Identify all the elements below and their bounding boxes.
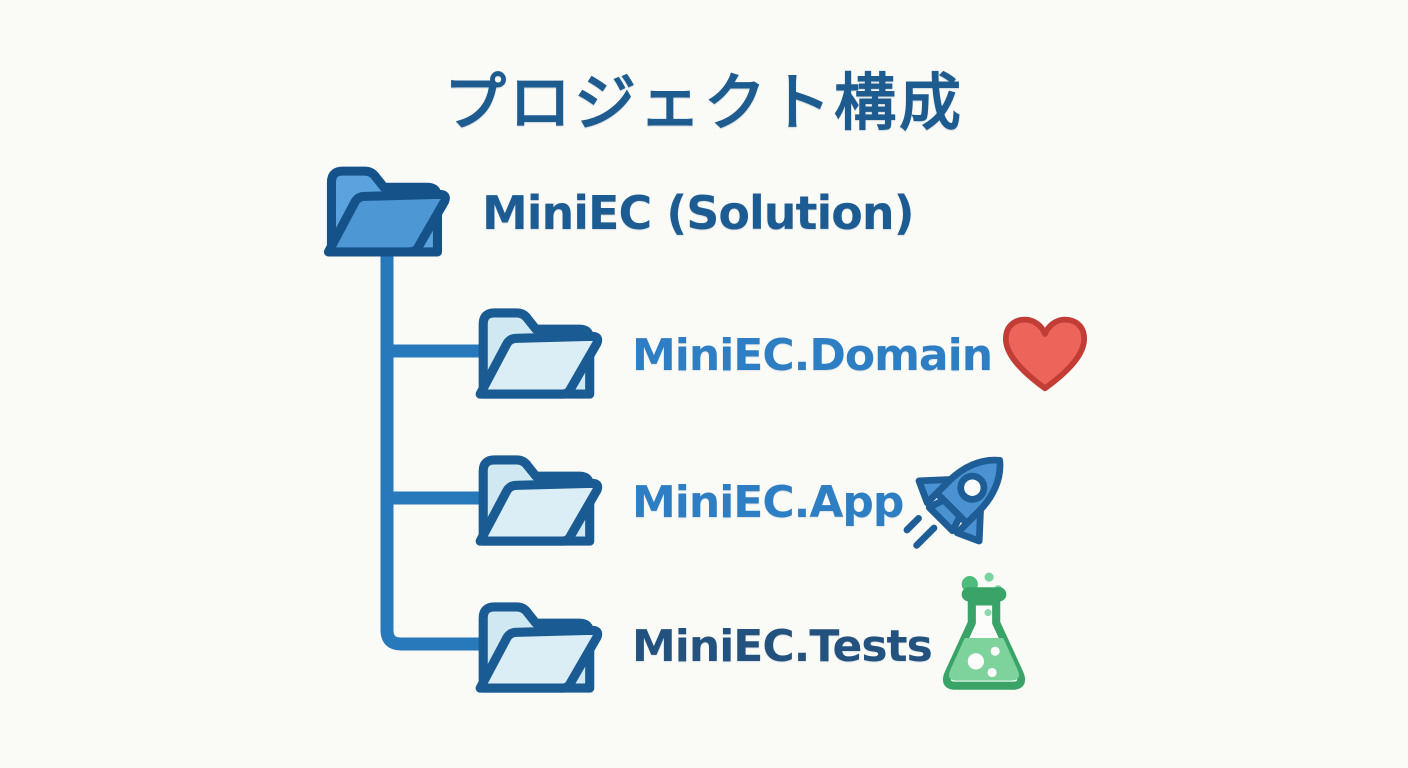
child-folder-icon-app xyxy=(468,443,610,553)
flask-icon xyxy=(933,572,1035,704)
child-folder-label-domain: MiniEC.Domain xyxy=(632,330,993,381)
diagram-title: プロジェクト構成 xyxy=(443,66,964,139)
root-folder-label: MiniEC (Solution) xyxy=(482,186,915,240)
rocket-icon xyxy=(901,441,1025,557)
root-folder-icon xyxy=(316,156,458,262)
child-folder-icon-tests xyxy=(468,590,610,700)
heart-icon xyxy=(995,312,1095,396)
child-folder-label-app: MiniEC.App xyxy=(632,477,904,528)
child-folder-label-tests: MiniEC.Tests xyxy=(632,621,933,672)
child-folder-icon-domain xyxy=(468,296,610,406)
